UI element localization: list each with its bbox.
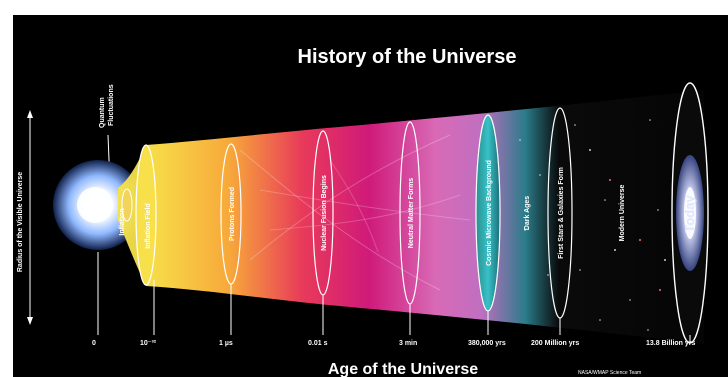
epoch-8: Today <box>672 83 708 343</box>
epoch-label: Protons Formed <box>229 187 236 241</box>
tick-label: 380,000 yrs <box>468 340 506 347</box>
tick-label: 1 µs <box>219 340 233 347</box>
tick-label: 200 Million yrs <box>531 340 579 347</box>
epoch-label: Dark Ages <box>524 196 531 230</box>
epoch-label: Modern Universe <box>619 184 626 241</box>
axis-label: Age of the Universe <box>328 361 478 377</box>
tick-label: 0.01 s <box>308 340 328 347</box>
quantum-label-line1: Quantum <box>99 97 106 128</box>
epoch-4: Cosmic Microwave Background <box>476 115 500 311</box>
quantum-label-line2: Fluctuations <box>108 84 115 126</box>
inflation-label: Inflation <box>119 208 126 235</box>
epoch-label: Cosmic Microwave Background <box>486 160 493 266</box>
radius-arrow <box>27 110 33 325</box>
epoch-label: Neutral Matter Forms <box>408 178 415 249</box>
credit-text: NASA/WMAP Science Team <box>578 370 641 376</box>
tick-label: 13.8 Billion yrs <box>646 340 696 347</box>
epoch-5: Dark Ages <box>524 196 531 230</box>
epoch-7: Modern Universe <box>619 184 626 241</box>
tick-label: 10⁻³² <box>140 340 157 347</box>
epoch-label: Nuclear Fusion Begins <box>321 175 328 251</box>
radius-label: Radius of the Visible Universe <box>17 172 24 272</box>
epoch-label: Today <box>682 195 697 233</box>
tick-label: 0 <box>92 340 96 347</box>
inflation-field-label: Inflation Field <box>145 203 152 249</box>
tick-label: 3 min <box>399 340 417 347</box>
diagram-title: History of the Universe <box>298 46 517 68</box>
epoch-label: First Stars & Galaxies Form <box>558 167 565 259</box>
